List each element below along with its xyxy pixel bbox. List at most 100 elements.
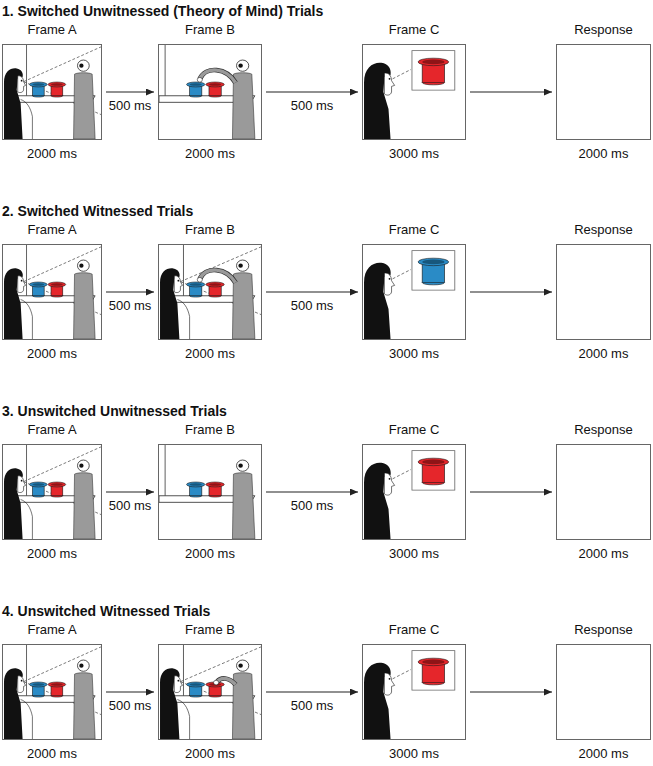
frame-illustration — [557, 45, 650, 139]
illustration-part — [26, 45, 27, 96]
frame-box — [2, 644, 102, 740]
frame-box — [158, 244, 262, 340]
frame-illustration — [3, 245, 101, 339]
frame-box — [158, 644, 262, 740]
frame-illustration — [557, 445, 650, 539]
sequence-arrow — [470, 91, 552, 92]
duration-label: 2000 ms — [27, 546, 77, 562]
frame-node: Frame A2000 ms — [2, 622, 102, 762]
frame-label: Frame C — [389, 22, 440, 38]
illustration-part — [29, 482, 65, 497]
duration-label: 2000 ms — [579, 146, 629, 162]
row-title: 1. Switched Unwitnessed (Theory of Mind)… — [2, 2, 323, 20]
illustration-part — [159, 45, 255, 139]
illustration-part — [160, 268, 190, 339]
sequence-arrow — [106, 491, 154, 492]
illustration-part — [4, 268, 32, 339]
interval-label: 500 ms — [107, 698, 154, 714]
illustration-part — [4, 468, 32, 539]
frame-box — [556, 444, 651, 540]
sequence-arrow — [106, 691, 154, 692]
frame-illustration — [3, 645, 101, 739]
illustration-part — [412, 251, 455, 290]
frame-label: Frame A — [27, 622, 76, 638]
illustration-part — [364, 663, 411, 739]
frame-illustration — [363, 445, 465, 539]
illustration-part — [187, 82, 225, 97]
sequence-arrow — [106, 91, 154, 92]
row-title: 3. Unswitched Unwitnessed Trials — [2, 402, 227, 420]
illustration-part — [74, 60, 96, 139]
duration-label: 3000 ms — [389, 346, 439, 362]
illustration-part — [364, 463, 411, 539]
frame-illustration — [557, 245, 650, 339]
frame-node: Frame A 2000 ms — [2, 422, 102, 562]
sequence-arrow — [266, 491, 358, 492]
illustration-part — [418, 458, 449, 485]
frame-label: Frame C — [389, 422, 440, 438]
duration-label: 2000 ms — [185, 346, 235, 362]
sequence-arrow — [470, 691, 552, 692]
interval-label: 500 ms — [289, 498, 336, 514]
frame-box — [158, 44, 262, 140]
illustration-part — [214, 678, 236, 685]
interval-label: 500 ms — [107, 98, 154, 114]
frame-label: Frame B — [185, 22, 235, 38]
duration-label: 2000 ms — [579, 346, 629, 362]
duration-label: 3000 ms — [389, 746, 439, 762]
frame-node: Frame B2000 ms — [158, 22, 262, 162]
illustration-part — [29, 82, 65, 97]
frame-illustration — [159, 245, 261, 339]
illustration-part — [26, 245, 27, 296]
frame-box — [362, 644, 466, 740]
illustration-part — [183, 645, 184, 696]
frame-illustration — [363, 45, 465, 139]
duration-label: 2000 ms — [185, 546, 235, 562]
frame-label: Frame B — [185, 422, 235, 438]
illustration-part — [364, 63, 411, 139]
sequence-arrow — [266, 691, 358, 692]
frame-label: Frame A — [27, 222, 76, 238]
illustration-part — [232, 60, 254, 139]
frame-illustration — [363, 245, 465, 339]
illustration-part — [187, 282, 225, 297]
illustration-part — [26, 645, 27, 696]
illustration-part — [418, 258, 449, 285]
sequence-arrow — [106, 291, 154, 292]
frame-label: Frame A — [27, 422, 76, 438]
frame-node: Response 2000 ms — [556, 622, 651, 762]
frame-node: Frame C3000 ms — [362, 222, 466, 362]
illustration-part — [74, 460, 96, 539]
frame-node: Frame A2000 ms — [2, 22, 102, 162]
illustration-part — [187, 682, 225, 697]
row-title: 2. Switched Witnessed Trials — [2, 202, 193, 220]
frame-label: Frame C — [389, 622, 440, 638]
frame-label: Response — [574, 22, 633, 38]
illustration-part — [232, 660, 254, 739]
duration-label: 3000 ms — [389, 546, 439, 562]
interval-label: 500 ms — [289, 98, 336, 114]
illustration-part — [159, 445, 255, 539]
frame-box — [362, 244, 466, 340]
illustration-part — [412, 651, 455, 690]
illustration-part — [187, 482, 225, 497]
illustration-part — [29, 682, 65, 697]
illustration-part — [26, 445, 27, 496]
illustration-part — [29, 282, 65, 297]
illustration-part — [412, 51, 455, 90]
frame-box — [362, 444, 466, 540]
frame-illustration — [363, 645, 465, 739]
duration-label: 3000 ms — [389, 146, 439, 162]
frame-label: Response — [574, 622, 633, 638]
duration-label: 2000 ms — [27, 346, 77, 362]
frame-box — [556, 644, 651, 740]
illustration-part — [183, 245, 184, 296]
illustration-part — [418, 58, 449, 85]
frame-node: Frame B 2000 ms — [158, 422, 262, 562]
sequence-arrow — [266, 291, 358, 292]
frame-node: Frame B2000 ms — [158, 222, 262, 362]
illustration-part — [4, 668, 32, 739]
duration-label: 2000 ms — [579, 746, 629, 762]
frame-box — [2, 244, 102, 340]
